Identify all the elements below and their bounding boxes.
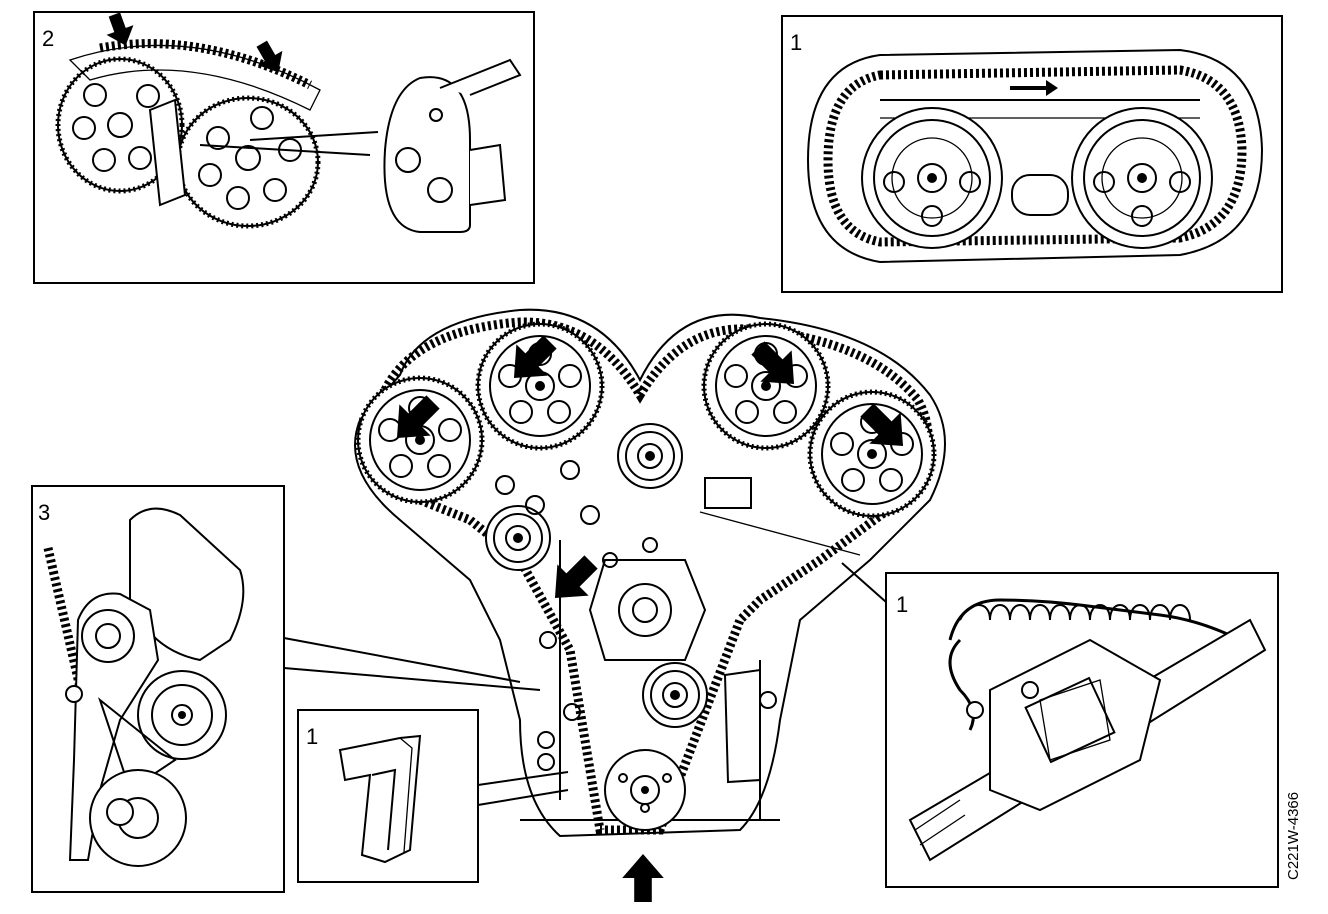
detail-panel-1-bottom: 1 <box>885 572 1279 888</box>
camshaft-gear-1 <box>358 378 482 502</box>
camshaft-gear-left <box>55 56 185 194</box>
arrow-icon <box>622 854 664 902</box>
detail-panel-2: 2 <box>33 9 535 284</box>
detail-panel-3: 3 <box>31 485 285 893</box>
panel-1-top-number: 1 <box>790 30 802 55</box>
idler-pulley-left <box>485 505 551 571</box>
camshaft-gear-3 <box>704 324 828 448</box>
crankshaft-pulley <box>604 749 686 831</box>
tensioner-assembly <box>65 592 160 861</box>
panel-3-number: 3 <box>38 500 50 525</box>
water-pump-pulley <box>642 662 708 728</box>
tensioner-tool <box>908 618 1267 862</box>
panel-1-inset-number: 1 <box>306 724 318 749</box>
camshaft-gear-right <box>175 95 321 229</box>
tensioner-pulley <box>137 670 227 760</box>
direction-arrow-icon <box>1010 80 1058 96</box>
timing-mark-plate <box>704 477 752 509</box>
panel-1-bottom-number: 1 <box>896 592 908 617</box>
camshaft-gear-right <box>1071 107 1213 249</box>
locking-pin-tool <box>338 734 422 864</box>
detail-panel-1-top: 1 <box>781 15 1283 293</box>
panel-2-number: 2 <box>42 26 54 51</box>
figure-code: C221W-4366 <box>1285 792 1302 880</box>
oil-pump-housing <box>588 559 707 661</box>
camshaft-gear-left <box>861 107 1003 249</box>
camshaft-locking-tool <box>383 58 522 233</box>
engine-timing-belt-layout <box>283 308 946 902</box>
detail-panel-1-inset: 1 <box>297 709 479 883</box>
idler-pulley-top <box>617 423 683 489</box>
crank-pulley-detail <box>89 769 187 867</box>
